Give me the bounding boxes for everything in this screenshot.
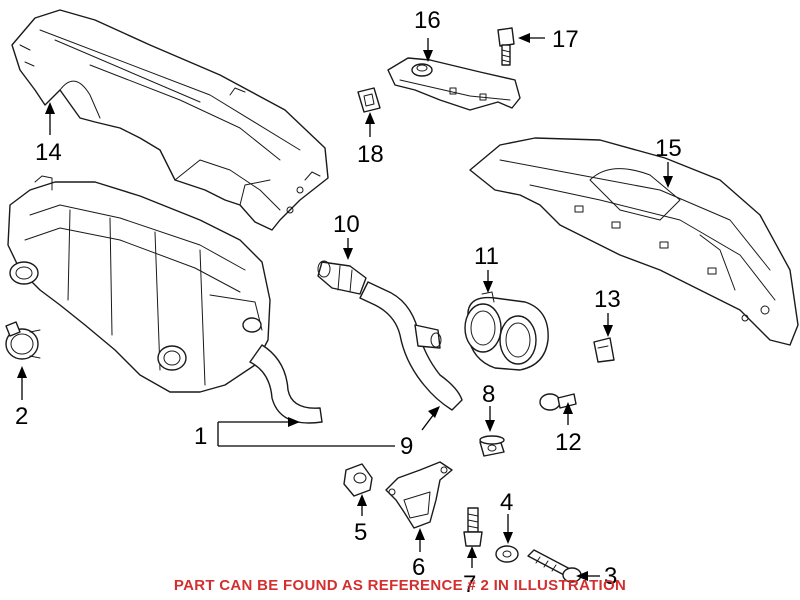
callout-labels: 14 16 17 18 15 10 11 13 2 1 9 8 12 5 6 7…: [15, 7, 682, 598]
part-1-muffler: [7, 175, 323, 424]
reference-notice: PART CAN BE FOUND AS REFERENCE # 2 IN IL…: [174, 577, 626, 594]
callout-17: 17: [552, 26, 579, 53]
part-8-bushing: [479, 435, 505, 457]
part-10-connector: [317, 260, 367, 295]
callout-4: 4: [500, 489, 513, 516]
callout-18: 18: [357, 141, 384, 168]
callout-5: 5: [354, 519, 367, 546]
part-18-clip: [357, 87, 381, 113]
part-17-bolt: [497, 27, 515, 66]
part-14-heat-shield: [11, 9, 329, 231]
part-7-bolt: [463, 507, 483, 547]
part-9-pipe: [359, 281, 463, 411]
callout-10: 10: [333, 211, 360, 238]
callout-13: 13: [594, 286, 621, 313]
part-16-bracket: [387, 57, 521, 111]
part-11-tailpipe-tip: [464, 291, 549, 371]
part-15-heat-shield: [469, 137, 799, 346]
callout-11: 11: [474, 243, 499, 270]
part-2-clamp: [5, 321, 41, 360]
callout-15: 15: [655, 135, 682, 162]
part-5-bushing: [343, 463, 373, 497]
callout-14: 14: [35, 139, 62, 166]
part-3-bolt: [527, 549, 582, 583]
leader-lines: [17, 33, 673, 581]
part-12-rivet: [539, 393, 577, 411]
callout-16: 16: [414, 7, 441, 34]
callout-3: 3: [604, 563, 617, 590]
part-6-hanger: [385, 461, 453, 529]
callout-6: 6: [412, 554, 425, 581]
callout-12: 12: [555, 429, 582, 456]
callout-2: 2: [15, 403, 28, 430]
callout-7: 7: [463, 571, 476, 598]
part-13-clip: [593, 337, 615, 363]
part-4-washer: [495, 545, 519, 563]
callout-9: 9: [400, 433, 413, 460]
callout-8: 8: [482, 381, 495, 408]
callout-1: 1: [194, 423, 207, 450]
